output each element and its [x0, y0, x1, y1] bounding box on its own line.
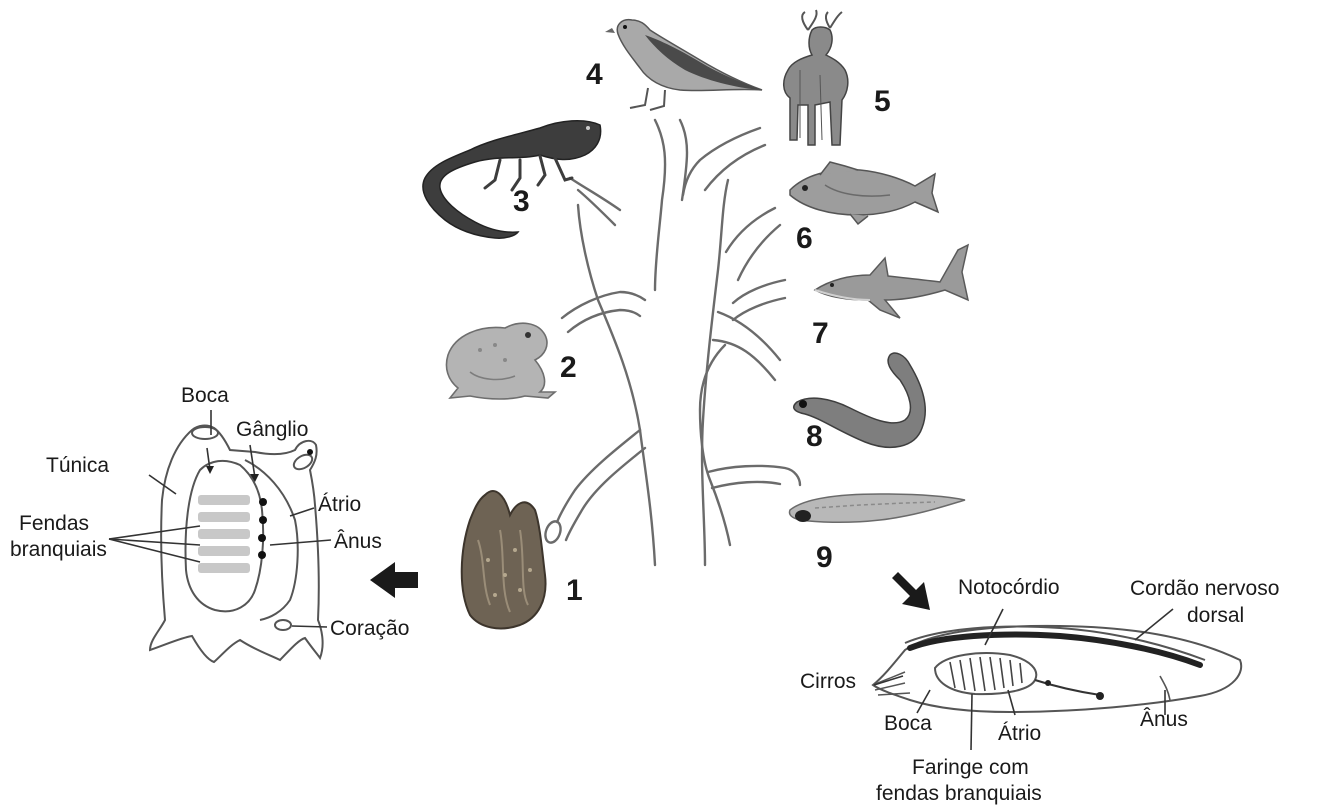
amphioxus-label-anus: Ânus — [1140, 708, 1188, 731]
ascidian-label-atrio: Átrio — [318, 493, 361, 516]
ascidian-label-fendas-1: Fendas — [19, 512, 89, 535]
amphioxus-label-cirros: Cirros — [800, 670, 856, 693]
ascidian-label-anus: Ânus — [334, 530, 382, 553]
branch-6-upper — [726, 208, 775, 252]
phylogenetic-tree — [543, 120, 800, 565]
number-2: 2 — [560, 351, 577, 384]
number-6: 6 — [796, 222, 813, 255]
notochord — [910, 635, 1200, 666]
amphioxus-label-cordao-2: dorsal — [1187, 604, 1244, 627]
amphioxus-label-boca: Boca — [884, 712, 932, 735]
gill-slits — [198, 495, 250, 573]
ascidian-label-tunica: Túnica — [46, 454, 109, 477]
ascidian-label-coracao: Coração — [330, 617, 409, 640]
ascidian-label-ganglio: Gânglio — [236, 418, 308, 441]
branch-5-lower — [705, 145, 765, 190]
trunk-left-edge — [578, 205, 655, 565]
ascidian-anatomy: Boca Gânglio Túnica Fendas branquiais Át… — [10, 384, 409, 662]
sea-squirt-icon — [462, 491, 546, 628]
number-3: 3 — [513, 185, 530, 218]
amphioxus-label-faringe-2: fendas branquiais — [876, 782, 1042, 805]
number-4: 4 — [586, 58, 603, 91]
amphioxus-label-atrio: Átrio — [998, 722, 1041, 745]
frog-icon — [446, 323, 555, 399]
number-5: 5 — [874, 85, 891, 118]
bird-icon — [605, 20, 762, 110]
amphioxus-body-outline — [873, 626, 1241, 712]
fish-icon — [790, 162, 938, 224]
amphioxus-icon — [789, 494, 965, 522]
branch-1-upper — [557, 430, 640, 522]
amphioxus-label-faringe-1: Faringe com — [912, 756, 1029, 779]
branch-8-lower — [713, 340, 775, 380]
branch-4-left — [655, 120, 665, 290]
arrow-left-icon — [370, 562, 418, 598]
number-9: 9 — [816, 541, 833, 574]
deer-icon — [784, 10, 848, 145]
branch-9-lower — [712, 482, 780, 488]
amphioxus-label-notocordio: Notocórdio — [958, 576, 1060, 599]
branch-6-lower — [738, 225, 780, 280]
branch-1-tube-end — [543, 519, 564, 544]
shark-icon — [815, 245, 968, 318]
number-7: 7 — [812, 317, 829, 350]
branch-1-lower — [566, 448, 645, 540]
ascidian-label-boca: Boca — [181, 384, 229, 407]
amphioxus-anatomy: Notocórdio Cordão nervoso dorsal Cirros … — [800, 576, 1279, 805]
arrow-down-right-icon — [892, 572, 930, 610]
amphioxus-label-cordao-1: Cordão nervoso — [1130, 577, 1279, 600]
amphioxus-gill-slits — [950, 657, 1022, 691]
branch-5-upper — [683, 128, 760, 195]
branch-2-inner — [568, 310, 640, 332]
number-8: 8 — [806, 420, 823, 453]
branch-7-lower — [733, 298, 785, 320]
number-1: 1 — [566, 574, 583, 607]
ascidian-label-fendas-2: branquiais — [10, 538, 107, 561]
